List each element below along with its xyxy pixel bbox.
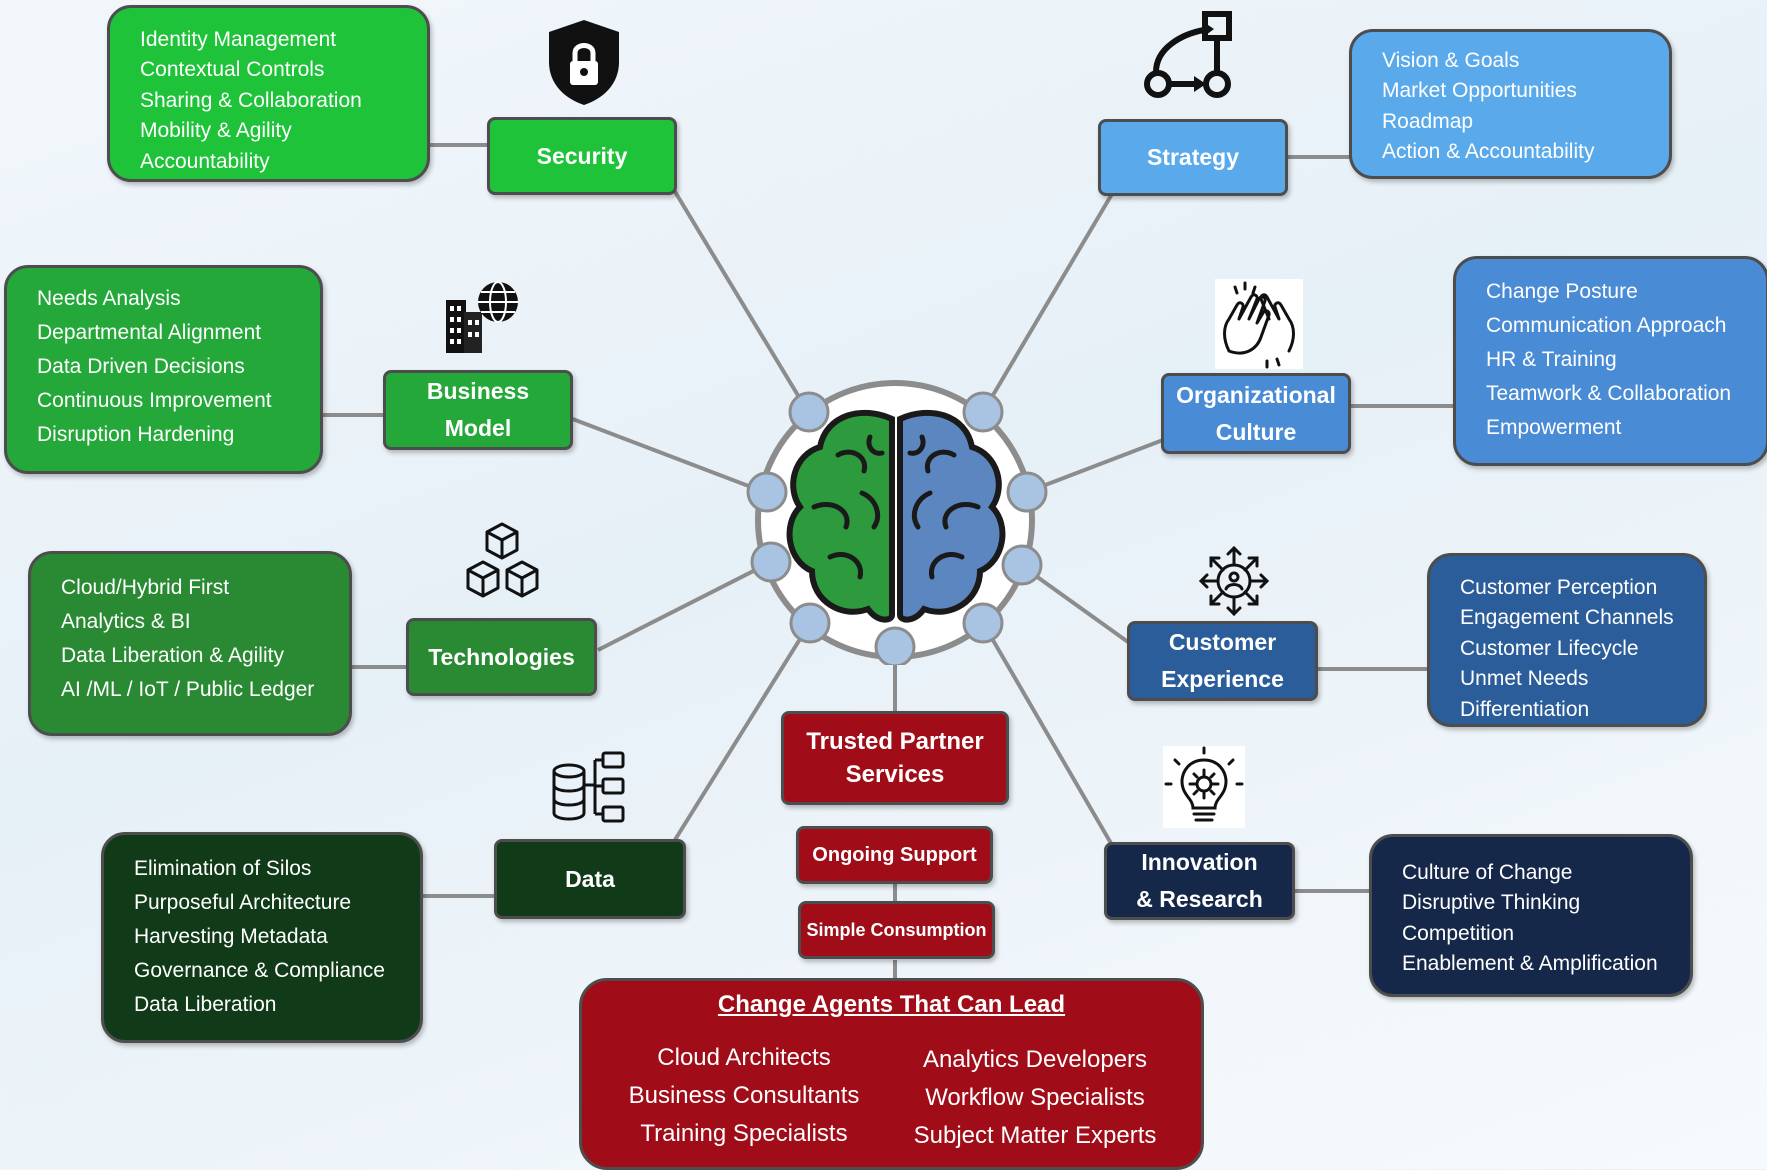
org-culture-item: Teamwork & Collaboration [1486, 382, 1732, 405]
org-culture-item: Communication Approach [1486, 314, 1727, 337]
shield-lock-icon [549, 20, 619, 105]
technologies-item: Analytics & BI [61, 610, 191, 633]
technologies-label: Technologies [406, 618, 597, 696]
business-model-item: Data Driven Decisions [37, 355, 245, 378]
change-agents-left-column: Cloud Architects Business Consultants Tr… [624, 1039, 864, 1153]
business-model-items-box: Needs Analysis Departmental Alignment Da… [4, 265, 323, 474]
security-item: Identity Management [140, 28, 337, 51]
customer-experience-item: Differentiation [1460, 697, 1590, 721]
change-agents-title: Change Agents That Can Lead [717, 991, 1066, 1018]
customer-experience-label: Customer Experience [1127, 621, 1318, 701]
org-culture-item: Change Posture [1486, 280, 1638, 303]
innovation-item: Culture of Change [1402, 861, 1573, 884]
simple-consumption-label: Simple Consumption [806, 919, 987, 940]
data-item: Data Liberation [134, 993, 277, 1016]
trusted-partner-services-box: Trusted Partner Services [781, 711, 1009, 805]
change-agent-role: Analytics Developers [922, 1046, 1148, 1073]
security-item: Mobility & Agility [140, 119, 292, 143]
lightbulb-gear-icon [1163, 746, 1245, 828]
simple-consumption-box: Simple Consumption [798, 901, 995, 959]
change-agents-box: Change Agents That Can Lead Cloud Archit… [579, 978, 1204, 1170]
security-label: Security [487, 117, 677, 195]
security-items-box: Identity Management Contextual Controls … [107, 5, 430, 182]
customer-experience-item: Unmet Needs [1460, 667, 1589, 691]
business-model-item: Disruption Hardening [37, 423, 235, 446]
technologies-items-box: Cloud/Hybrid First Analytics & BI Data L… [28, 551, 352, 736]
security-item: Contextual Controls [140, 58, 325, 82]
buildings-globe-icon [446, 281, 518, 353]
innovation-label-line: & Research [1136, 886, 1263, 912]
change-agent-role: Subject Matter Experts [913, 1122, 1157, 1149]
change-agent-role: Training Specialists [640, 1120, 848, 1147]
business-model-item: Needs Analysis [37, 287, 181, 310]
technologies-item: AI /ML / IoT / Public Ledger [61, 678, 315, 701]
innovation-label: Innovation & Research [1104, 842, 1295, 920]
workflow-icon [1144, 11, 1232, 98]
customer-experience-label-line: Customer [1168, 629, 1277, 655]
brain-icon [786, 409, 1006, 623]
data-item: Governance & Compliance [134, 959, 385, 982]
target-arrows-icon [1198, 545, 1270, 617]
data-item: Elimination of Silos [134, 857, 312, 880]
strategy-item: Action & Accountability [1382, 140, 1595, 164]
business-model-label-line: Business [426, 378, 530, 404]
business-model-label-line: Model [444, 415, 512, 441]
customer-experience-label-line: Experience [1161, 666, 1284, 692]
database-icon [552, 751, 625, 823]
business-model-item: Continuous Improvement [37, 389, 272, 412]
strategy-item: Vision & Goals [1382, 49, 1520, 72]
customer-experience-item: Customer Lifecycle [1460, 636, 1639, 660]
ongoing-support-label: Ongoing Support [812, 843, 977, 866]
business-model-item: Departmental Alignment [37, 321, 262, 344]
innovation-label-line: Innovation [1141, 849, 1258, 875]
org-culture-items-box: Change Posture Communication Approach HR… [1453, 256, 1767, 466]
org-culture-label: Organizational Culture [1161, 373, 1351, 454]
data-label: Data [494, 839, 686, 919]
customer-experience-item: Engagement Channels [1460, 606, 1674, 630]
change-agents-right-column: Analytics Developers Workflow Specialist… [900, 1041, 1170, 1155]
cubes-icon [466, 522, 539, 598]
org-culture-item: Empowerment [1486, 416, 1622, 439]
innovation-item: Disruptive Thinking [1402, 891, 1581, 915]
business-model-label: Business Model [383, 370, 573, 450]
ongoing-support-box: Ongoing Support [796, 826, 993, 884]
security-item: Accountability [140, 149, 270, 173]
data-item: Harvesting Metadata [134, 925, 328, 948]
high-five-icon [1215, 279, 1303, 369]
strategy-item: Roadmap [1382, 109, 1474, 133]
data-item: Purposeful Architecture [134, 891, 352, 914]
trusted-partner-services-label: Trusted Partner Services [806, 728, 984, 788]
security-item: Sharing & Collaboration [140, 88, 362, 112]
change-agent-role: Cloud Architects [657, 1044, 831, 1071]
strategy-label: Strategy [1098, 119, 1288, 196]
customer-experience-item: Customer Perception [1460, 576, 1658, 599]
customer-experience-items-box: Customer Perception Engagement Channels … [1427, 553, 1707, 727]
org-culture-item: HR & Training [1486, 348, 1617, 371]
brain-hub [746, 380, 1048, 665]
change-agent-role: Business Consultants [628, 1082, 860, 1109]
strategy-item: Market Opportunities [1382, 79, 1577, 103]
innovation-item: Enablement & Amplification [1402, 952, 1658, 976]
change-agent-role: Workflow Specialists [925, 1084, 1145, 1111]
innovation-items-box: Culture of Change Disruptive Thinking Co… [1369, 834, 1693, 997]
innovation-item: Competition [1402, 921, 1515, 945]
data-items-box: Elimination of Silos Purposeful Architec… [101, 832, 423, 1043]
technologies-item: Data Liberation & Agility [61, 644, 284, 667]
technologies-item: Cloud/Hybrid First [61, 576, 230, 599]
org-culture-label-line: Organizational [1176, 381, 1336, 408]
strategy-items-box: Vision & Goals Market Opportunities Road… [1349, 29, 1672, 179]
org-culture-label-line: Culture [1215, 418, 1297, 445]
